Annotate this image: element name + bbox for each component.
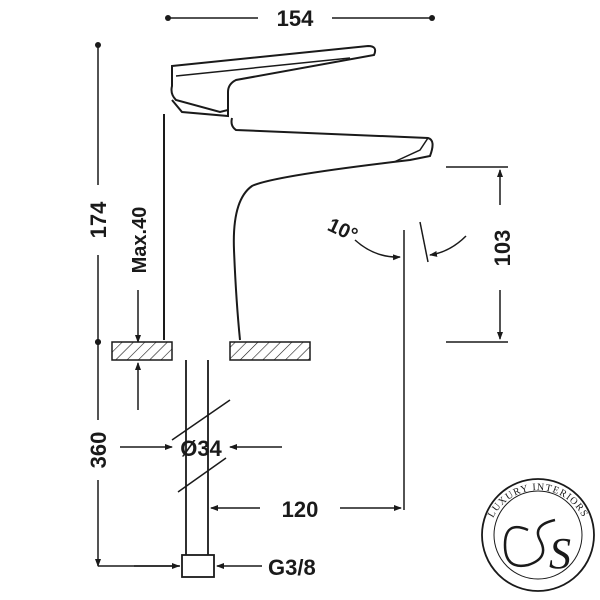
reach-label: 120	[282, 497, 319, 522]
max-deck-label: Max.40	[129, 207, 151, 274]
shank-length-dimension: 360	[86, 339, 180, 567]
supply-shank	[171, 360, 231, 578]
top-width-dimension: 154	[165, 6, 435, 31]
connection-label: G3/8	[268, 555, 316, 580]
reach-dimension: 120	[210, 497, 402, 522]
logo-monogram-swirl	[503, 518, 556, 568]
connection-dimension: G3/8	[134, 555, 316, 580]
top-width-label: 154	[277, 6, 314, 31]
shank-length-label: 360	[86, 432, 111, 469]
countertop	[111, 341, 311, 361]
diameter-label: Ø34	[180, 436, 222, 461]
max-deck-dimension: Max.40	[129, 207, 151, 410]
faucet-body	[163, 44, 434, 341]
diameter-dimension: Ø34	[120, 436, 282, 461]
spout	[163, 114, 434, 341]
brand-logo: LUXURY INTERIORS S	[481, 478, 595, 592]
total-height-label: 174	[86, 201, 111, 238]
total-height-dimension: 174	[86, 42, 111, 345]
swivel-angle-label: 10°	[324, 214, 361, 247]
lever-handle	[170, 44, 377, 114]
logo-monogram: S	[549, 529, 571, 578]
spout-height-dimension: 103	[446, 166, 515, 343]
swivel-angle-dimension: 10°	[324, 214, 467, 510]
spout-height-label: 103	[490, 230, 515, 267]
connector-nut	[181, 554, 215, 578]
